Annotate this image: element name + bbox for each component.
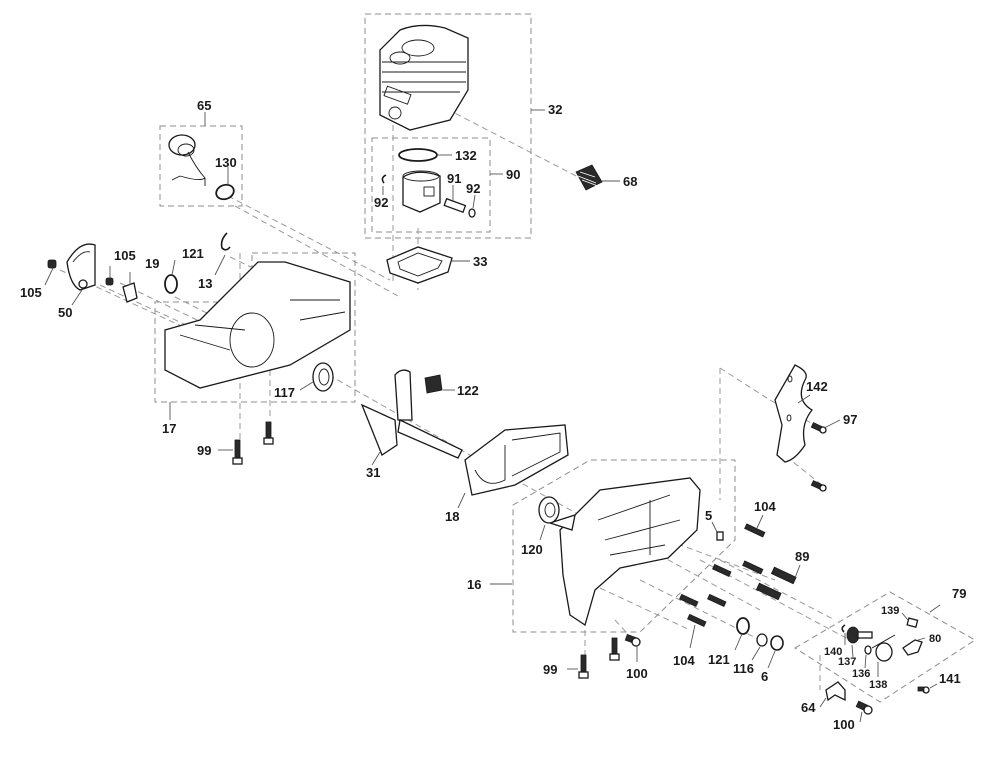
- part-68-decompression-valve[interactable]: [575, 164, 603, 191]
- callout-132: 132: [455, 148, 477, 163]
- callout-50: 50: [58, 305, 72, 320]
- callout-100-top: 100: [626, 666, 648, 681]
- callout-6: 6: [761, 669, 768, 684]
- callout-121-left: 121: [182, 246, 204, 261]
- callout-31: 31: [366, 465, 380, 480]
- part-117-bearing[interactable]: [312, 362, 334, 392]
- callout-99-left: 99: [197, 443, 211, 458]
- part-99-screw-left[interactable]: [232, 439, 243, 465]
- part-137-worm-gear[interactable]: [846, 626, 873, 644]
- part-105-screw-left[interactable]: [47, 259, 57, 269]
- part-141-screw[interactable]: [917, 686, 930, 694]
- part-50-bracket[interactable]: [66, 243, 96, 291]
- part-17-crankcase-left[interactable]: [164, 261, 351, 389]
- callout-89: 89: [795, 549, 809, 564]
- callout-79: 79: [952, 586, 966, 601]
- callout-19: 19: [145, 256, 159, 271]
- part-136-pin[interactable]: [864, 645, 872, 655]
- part-33-cylinder-gasket[interactable]: [386, 246, 453, 284]
- group-box-16: [512, 459, 736, 633]
- part-140-circlip[interactable]: [841, 624, 846, 633]
- callout-140: 140: [824, 646, 842, 658]
- part-13-hook[interactable]: [220, 232, 231, 251]
- part-screw-142b[interactable]: [810, 480, 827, 492]
- callout-142: 142: [806, 379, 828, 394]
- callout-91: 91: [447, 171, 461, 186]
- callout-16: 16: [467, 577, 481, 592]
- callout-92-right: 92: [466, 181, 480, 196]
- callout-137: 137: [838, 656, 856, 668]
- leader-lines: [44, 109, 941, 723]
- part-99-screw-right[interactable]: [578, 654, 589, 679]
- part-100-screw-bottom[interactable]: [855, 700, 873, 715]
- callout-99-right: 99: [543, 662, 557, 677]
- callout-104-top: 104: [754, 499, 776, 514]
- callout-138: 138: [869, 679, 887, 691]
- part-31-crankshaft[interactable]: [360, 369, 463, 459]
- part-19-clip[interactable]: [122, 282, 138, 303]
- callout-33: 33: [473, 254, 487, 269]
- callout-64: 64: [801, 700, 816, 715]
- callout-139: 139: [881, 605, 899, 617]
- callout-13: 13: [198, 276, 212, 291]
- part-130-o-ring[interactable]: [214, 182, 236, 201]
- part-104-screws[interactable]: [679, 523, 766, 628]
- callout-104-bottom: 104: [673, 653, 695, 668]
- part-screw-16b[interactable]: [609, 637, 620, 661]
- callout-121-right: 121: [708, 652, 730, 667]
- group-box-65: [159, 125, 243, 207]
- part-80-lever[interactable]: [902, 639, 923, 656]
- callout-117: 117: [274, 385, 295, 400]
- callout-130: 130: [215, 155, 237, 170]
- callout-122: 122: [457, 383, 479, 398]
- callout-105-left: 105: [20, 285, 42, 300]
- part-32-cylinder[interactable]: [379, 24, 469, 131]
- part-92-circlip-left[interactable]: [381, 174, 387, 184]
- callout-5: 5: [705, 508, 712, 523]
- part-139-cover[interactable]: [906, 617, 919, 628]
- callout-17: 17: [162, 421, 176, 436]
- part-120-bearing[interactable]: [538, 496, 560, 524]
- part-116-circlip[interactable]: [756, 633, 768, 647]
- callout-18: 18: [445, 509, 459, 524]
- part-122-needle-bearing[interactable]: [424, 374, 443, 394]
- callout-68: 68: [623, 174, 637, 189]
- callout-105-right: 105: [114, 248, 136, 263]
- callout-120: 120: [521, 542, 543, 557]
- group-box-32: [364, 13, 532, 239]
- callout-92-left: 92: [374, 195, 388, 210]
- callout-65: 65: [197, 98, 211, 113]
- part-18-crankcase-gasket[interactable]: [464, 424, 569, 496]
- part-97-screw[interactable]: [810, 422, 827, 434]
- callout-100-bottom: 100: [833, 717, 855, 732]
- part-90-piston[interactable]: [402, 170, 441, 213]
- callout-90: 90: [506, 167, 520, 182]
- callout-116: 116: [733, 661, 754, 676]
- group-box-79: [794, 591, 976, 703]
- part-64-cover[interactable]: [825, 681, 846, 702]
- part-screw-17b[interactable]: [263, 421, 274, 445]
- group-box-90: [371, 137, 491, 233]
- part-142-chain-catcher-plate[interactable]: [774, 364, 813, 463]
- part-121-seal-right[interactable]: [736, 617, 750, 635]
- part-100-screw-top[interactable]: [624, 633, 641, 647]
- callout-80: 80: [929, 633, 941, 645]
- part-6-washer[interactable]: [770, 635, 784, 651]
- part-132-piston-ring[interactable]: [398, 148, 438, 162]
- callout-97: 97: [843, 412, 857, 427]
- group-box-17: [154, 252, 356, 403]
- part-92-circlip-right[interactable]: [468, 208, 476, 218]
- part-121-seal-left[interactable]: [164, 274, 178, 294]
- part-89-studs[interactable]: [755, 566, 797, 601]
- part-16-crankcase-right[interactable]: [547, 477, 701, 627]
- part-91-piston-pin[interactable]: [443, 197, 467, 214]
- part-5-pin[interactable]: [716, 531, 724, 541]
- part-105-screw-right[interactable]: [105, 277, 114, 286]
- part-65-fuel-cap[interactable]: [168, 134, 206, 186]
- part-138-pump-body[interactable]: [871, 634, 896, 662]
- callout-32: 32: [548, 102, 562, 117]
- callout-141: 141: [939, 671, 961, 686]
- callout-136: 136: [852, 668, 870, 680]
